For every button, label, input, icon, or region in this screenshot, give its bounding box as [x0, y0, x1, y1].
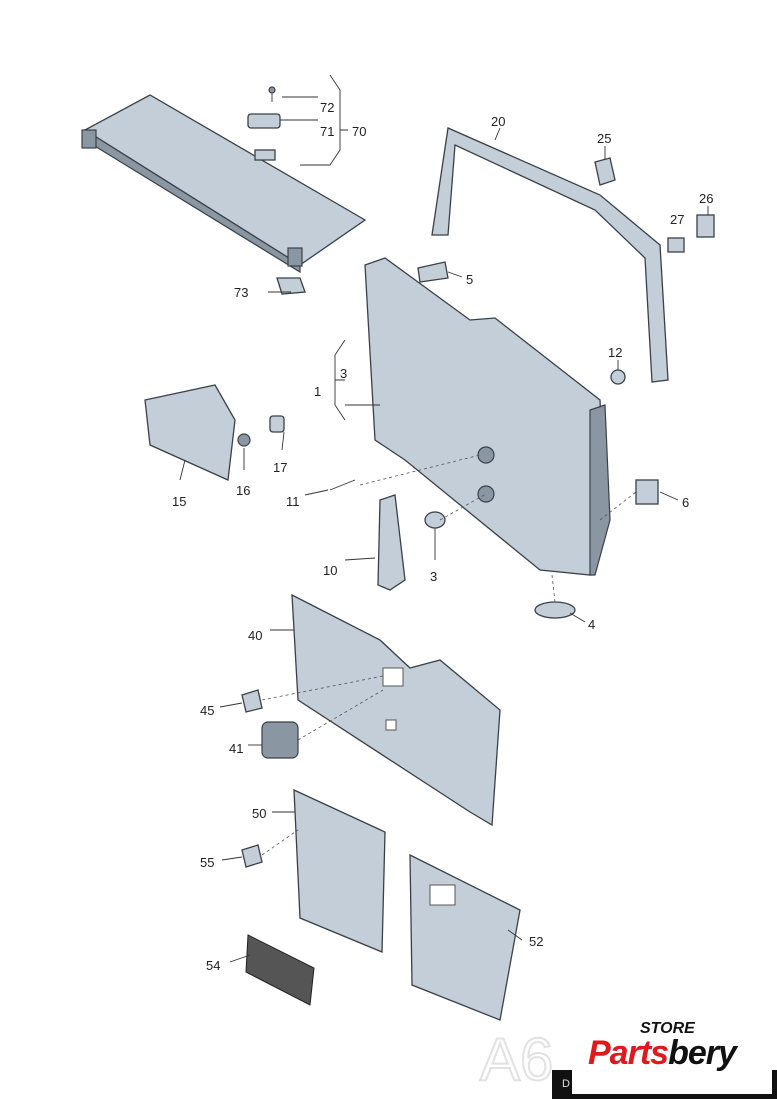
clip-73	[276, 277, 306, 295]
seal-frame-20	[431, 127, 669, 383]
bezel-71	[247, 113, 281, 129]
label-50: 50	[252, 806, 266, 821]
clip-55	[241, 844, 263, 868]
grab-handle-15	[144, 384, 236, 481]
bumper-4	[534, 601, 576, 619]
screw-16	[237, 433, 251, 447]
label-20: 20	[491, 114, 505, 129]
clip-25	[594, 157, 616, 186]
bezel-41	[261, 721, 299, 759]
label-40: 40	[248, 628, 262, 643]
plug-12	[610, 369, 626, 385]
screw-11	[329, 479, 356, 491]
label-27: 27	[670, 212, 684, 227]
cap-17	[269, 415, 285, 433]
label-41: 41	[229, 741, 243, 756]
logo-brand-part1: Parts	[588, 1034, 669, 1072]
screw-72	[268, 86, 276, 102]
label-70: 70	[352, 124, 366, 139]
label-26: 26	[699, 191, 713, 206]
bar-text: D	[562, 1078, 570, 1090]
tailgate-trim-panel-1	[364, 257, 611, 576]
label-25: 25	[597, 131, 611, 146]
label-4: 4	[588, 617, 595, 632]
trim-panel-52	[409, 853, 521, 1021]
trim-panel-50	[293, 788, 386, 953]
label-17: 17	[273, 460, 287, 475]
partsbery-logo: D STORE Partsbery	[552, 1012, 777, 1099]
clip-27	[667, 237, 685, 253]
pull-strap-10	[377, 494, 406, 591]
net-54	[245, 934, 315, 1006]
cover-3	[424, 511, 446, 529]
label-52: 52	[529, 934, 543, 949]
logo-store-text: STORE	[640, 1020, 695, 1037]
label-16: 16	[236, 483, 250, 498]
label-11: 11	[286, 494, 300, 509]
label-55: 55	[200, 855, 214, 870]
label-5: 5	[466, 272, 473, 287]
logo-brand-part2: bery	[668, 1034, 737, 1072]
luggage-cover-part	[81, 94, 367, 274]
label-54: 54	[206, 958, 220, 973]
label-3-upper: 3	[340, 366, 347, 381]
label-3-lower: 3	[430, 569, 437, 584]
label-15: 15	[172, 494, 186, 509]
label-72: 72	[320, 100, 334, 115]
label-12: 12	[608, 345, 622, 360]
leader-lines	[179, 74, 709, 963]
bracket-5	[417, 261, 449, 283]
clip-26	[696, 214, 715, 238]
label-6: 6	[682, 495, 689, 510]
clip-6	[635, 479, 659, 505]
label-73: 73	[234, 285, 248, 300]
logo-brand: Partsbery	[588, 1034, 737, 1073]
label-10: 10	[323, 563, 337, 578]
trim-panel-40	[291, 593, 501, 827]
watermark: A6	[480, 1026, 553, 1093]
logo-background	[572, 1012, 772, 1094]
clip-45	[241, 689, 263, 713]
label-71: 71	[320, 124, 334, 139]
label-1: 1	[314, 384, 321, 399]
label-45: 45	[200, 703, 214, 718]
